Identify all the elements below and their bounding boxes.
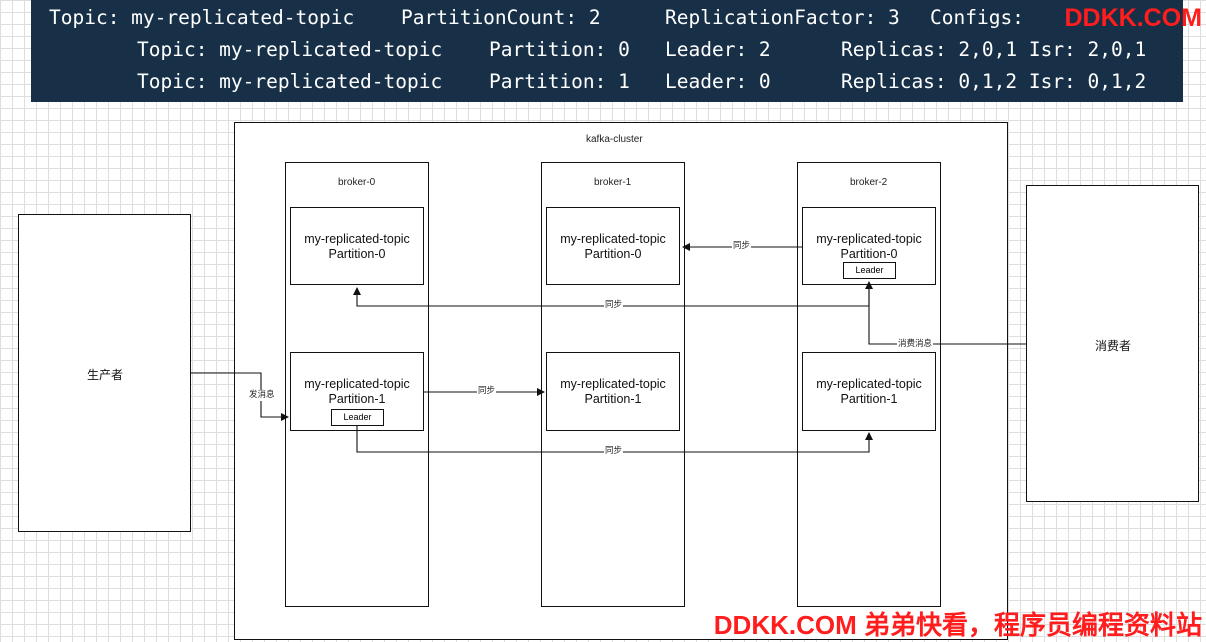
terminal-line-2-topic: Topic: my-replicated-topic xyxy=(137,38,443,61)
partition-topic: my-replicated-topic xyxy=(304,377,410,391)
partition-name: Partition-1 xyxy=(328,392,386,406)
terminal-line-2-leader: Leader: 2 xyxy=(665,38,771,61)
terminal-line-1-replication-factor: ReplicationFactor: 3 xyxy=(665,6,900,29)
broker-0-label: broker-0 xyxy=(338,177,376,188)
broker-2-partition-1: my-replicated-topic Partition-1 xyxy=(802,352,936,431)
terminal-line-2-replicas: Replicas: 2,0,1 Isr: 2,0,1 xyxy=(841,38,1147,61)
terminal-line-2-partition: Partition: 0 xyxy=(489,38,630,61)
terminal-line-3-leader: Leader: 0 xyxy=(665,70,771,93)
terminal-line-3-replicas: Replicas: 0,1,2 Isr: 0,1,2 xyxy=(841,70,1147,93)
producer-box xyxy=(18,214,191,532)
broker-0-leader-badge: Leader xyxy=(331,409,384,426)
terminal-output: Topic: my-replicated-topic PartitionCoun… xyxy=(31,0,1183,102)
partition-name: Partition-1 xyxy=(840,392,898,406)
partition-topic: my-replicated-topic xyxy=(304,232,410,246)
partition-topic: my-replicated-topic xyxy=(816,232,922,246)
broker-2-label: broker-2 xyxy=(850,177,888,188)
terminal-line-3-partition: Partition: 1 xyxy=(489,70,630,93)
partition-name: Partition-0 xyxy=(328,247,386,261)
terminal-line-1-topic: Topic: my-replicated-topic xyxy=(49,6,355,29)
partition-name: Partition-0 xyxy=(584,247,642,261)
consumer-label: 消费者 xyxy=(1095,339,1132,353)
partition-topic: my-replicated-topic xyxy=(560,377,666,391)
partition-topic: my-replicated-topic xyxy=(560,232,666,246)
sync-label-p0-b1: 同步 xyxy=(732,241,752,252)
partition-name: Partition-0 xyxy=(840,247,898,261)
sync-label-p1-b1: 同步 xyxy=(477,386,497,397)
producer-label: 生产者 xyxy=(87,368,124,382)
consume-message-label: 消费消息 xyxy=(897,339,934,350)
broker-1-partition-0: my-replicated-topic Partition-0 xyxy=(546,207,680,285)
broker-0-partition-0: my-replicated-topic Partition-0 xyxy=(290,207,424,285)
watermark-bottom: DDKK.COM 弟弟快看，程序员编程资料站 xyxy=(713,610,1202,640)
terminal-line-1-partition-count: PartitionCount: 2 xyxy=(401,6,601,29)
terminal-line-1-configs: Configs: xyxy=(930,6,1024,29)
terminal-line-3-topic: Topic: my-replicated-topic xyxy=(137,70,443,93)
broker-2-leader-badge: Leader xyxy=(843,262,896,279)
sync-label-p1-b2: 同步 xyxy=(604,446,624,457)
partition-topic: my-replicated-topic xyxy=(816,377,922,391)
broker-1-label: broker-1 xyxy=(594,177,632,188)
watermark-top: DDKK.COM xyxy=(1064,4,1203,32)
broker-1-partition-1: my-replicated-topic Partition-1 xyxy=(546,352,680,431)
consumer-box xyxy=(1026,185,1199,502)
send-message-label: 发消息 xyxy=(248,390,276,401)
partition-name: Partition-1 xyxy=(584,392,642,406)
cluster-label: kafka-cluster xyxy=(586,134,643,145)
sync-label-p0-b0: 同步 xyxy=(604,300,624,311)
consume-arrow xyxy=(865,281,1026,345)
